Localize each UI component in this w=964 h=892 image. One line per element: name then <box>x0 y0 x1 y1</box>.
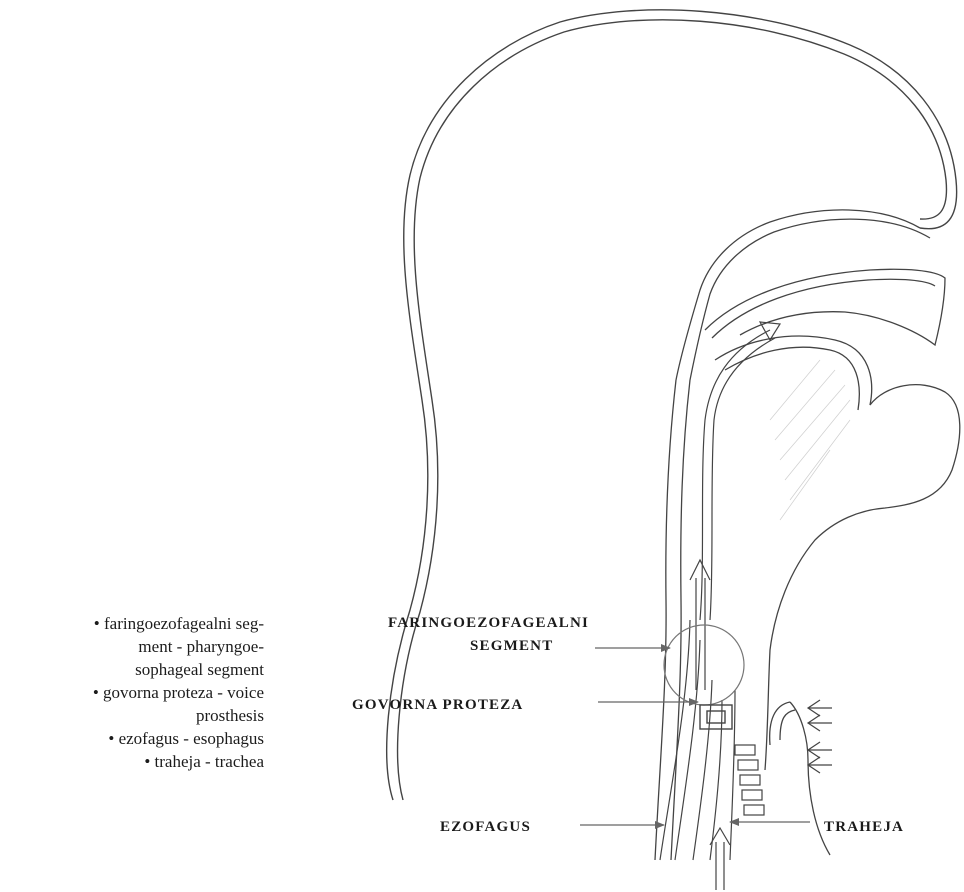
label-pointers <box>580 648 810 825</box>
stoma-tissue <box>770 702 830 855</box>
palate-structure <box>705 269 945 345</box>
tongue <box>715 336 960 770</box>
trachea-rings <box>735 745 764 815</box>
label-trachea: TRAHEJA <box>824 819 904 835</box>
head-outline <box>387 10 957 800</box>
face-outline <box>655 210 930 860</box>
voice-prosthesis <box>700 705 732 729</box>
tongue-shading <box>770 360 850 520</box>
stoma-inflow-arrows <box>808 700 832 773</box>
segment-highlight-circle <box>664 625 744 705</box>
label-esophagus: EZOFAGUS <box>440 819 531 835</box>
label-segment-line2: SEGMENT <box>470 638 553 654</box>
label-prosthesis: GOVORNA PROTEZA <box>352 697 523 713</box>
airflow-path <box>700 330 775 620</box>
neck-tubes <box>660 620 735 860</box>
label-segment-line1: FARINGOEZOFAGEALNI <box>388 615 589 631</box>
